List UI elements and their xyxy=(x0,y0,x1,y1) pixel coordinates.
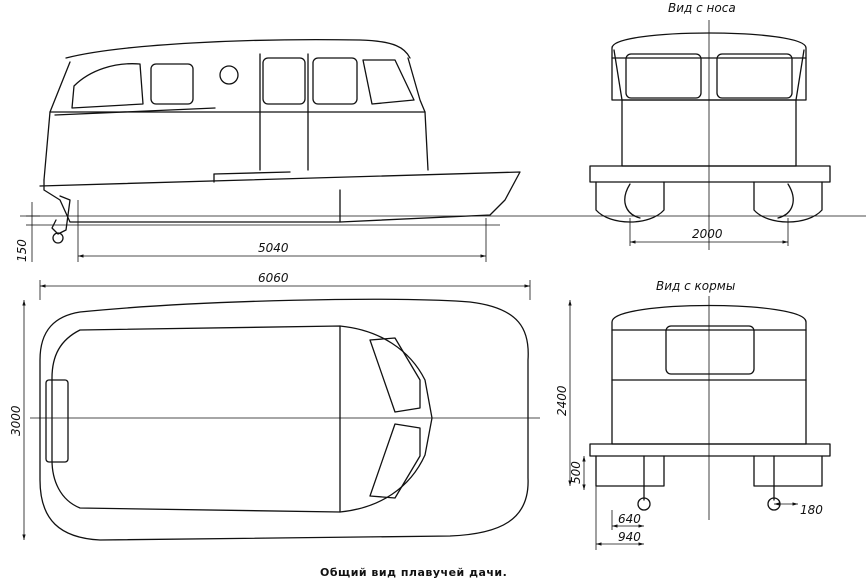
side-window-2 xyxy=(150,63,194,105)
stern-prop-left xyxy=(637,497,651,511)
side-window-3 xyxy=(262,57,306,105)
dim-width-label: 3000 xyxy=(9,405,23,436)
bow-float-left-curve xyxy=(624,183,641,219)
plan-view: 6060 3000 xyxy=(9,271,540,541)
bow-cabin-top xyxy=(611,32,807,101)
side-window-4 xyxy=(312,57,358,105)
side-porthole xyxy=(219,65,239,85)
side-window-1 xyxy=(71,63,144,109)
side-deck xyxy=(39,171,521,223)
bow-float-right-curve xyxy=(777,183,794,219)
side-rail xyxy=(54,107,216,116)
dim-height-label: 2400 xyxy=(555,385,569,416)
view-stern-label: Вид с кормы xyxy=(656,279,735,293)
plan-front-window-bottom xyxy=(369,423,421,499)
side-roof xyxy=(65,38,411,59)
plan-front-window-top xyxy=(369,337,421,413)
plan-cabin-roof xyxy=(51,325,433,513)
bow-view: Вид с носа 2000 xyxy=(589,1,831,250)
bow-window-right xyxy=(716,53,793,99)
bow-window-left xyxy=(625,53,702,99)
side-motor xyxy=(51,195,71,235)
plan-rear-window xyxy=(45,379,69,463)
view-bow-label: Вид с носа xyxy=(668,1,736,15)
stern-float-left xyxy=(595,455,665,487)
bow-deck xyxy=(589,165,831,183)
stern-float-right xyxy=(753,455,823,487)
stern-cabin xyxy=(611,304,807,445)
side-hull xyxy=(43,179,341,223)
bow-pillar-right xyxy=(795,49,805,101)
drawing-caption: Общий вид плавучей дачи. xyxy=(320,566,507,579)
side-view: 150 5040 xyxy=(15,38,866,262)
side-step-top xyxy=(213,171,291,175)
stern-window xyxy=(665,325,755,375)
dim-stern-640-label: 640 xyxy=(618,512,641,526)
dim-stern-height-label: 500 xyxy=(569,461,583,484)
side-front-wall xyxy=(43,61,71,181)
bow-pillar-left xyxy=(613,49,623,101)
dim-total-length-label: 6060 xyxy=(258,271,289,285)
side-window-5 xyxy=(362,59,415,105)
side-propeller xyxy=(52,232,64,244)
dim-bow-width-label: 2000 xyxy=(692,227,723,241)
dim-side-length-label: 5040 xyxy=(258,241,289,255)
dim-draft-label: 150 xyxy=(15,239,29,262)
stern-deck xyxy=(589,443,831,457)
dim-stern-940-label: 940 xyxy=(618,530,641,544)
dim-stern-180-label: 180 xyxy=(800,503,823,517)
side-rear-wall xyxy=(407,57,429,171)
stern-view: Вид с кормы 2400 500 640 940 180 xyxy=(555,279,831,550)
plan-hull xyxy=(39,298,529,541)
